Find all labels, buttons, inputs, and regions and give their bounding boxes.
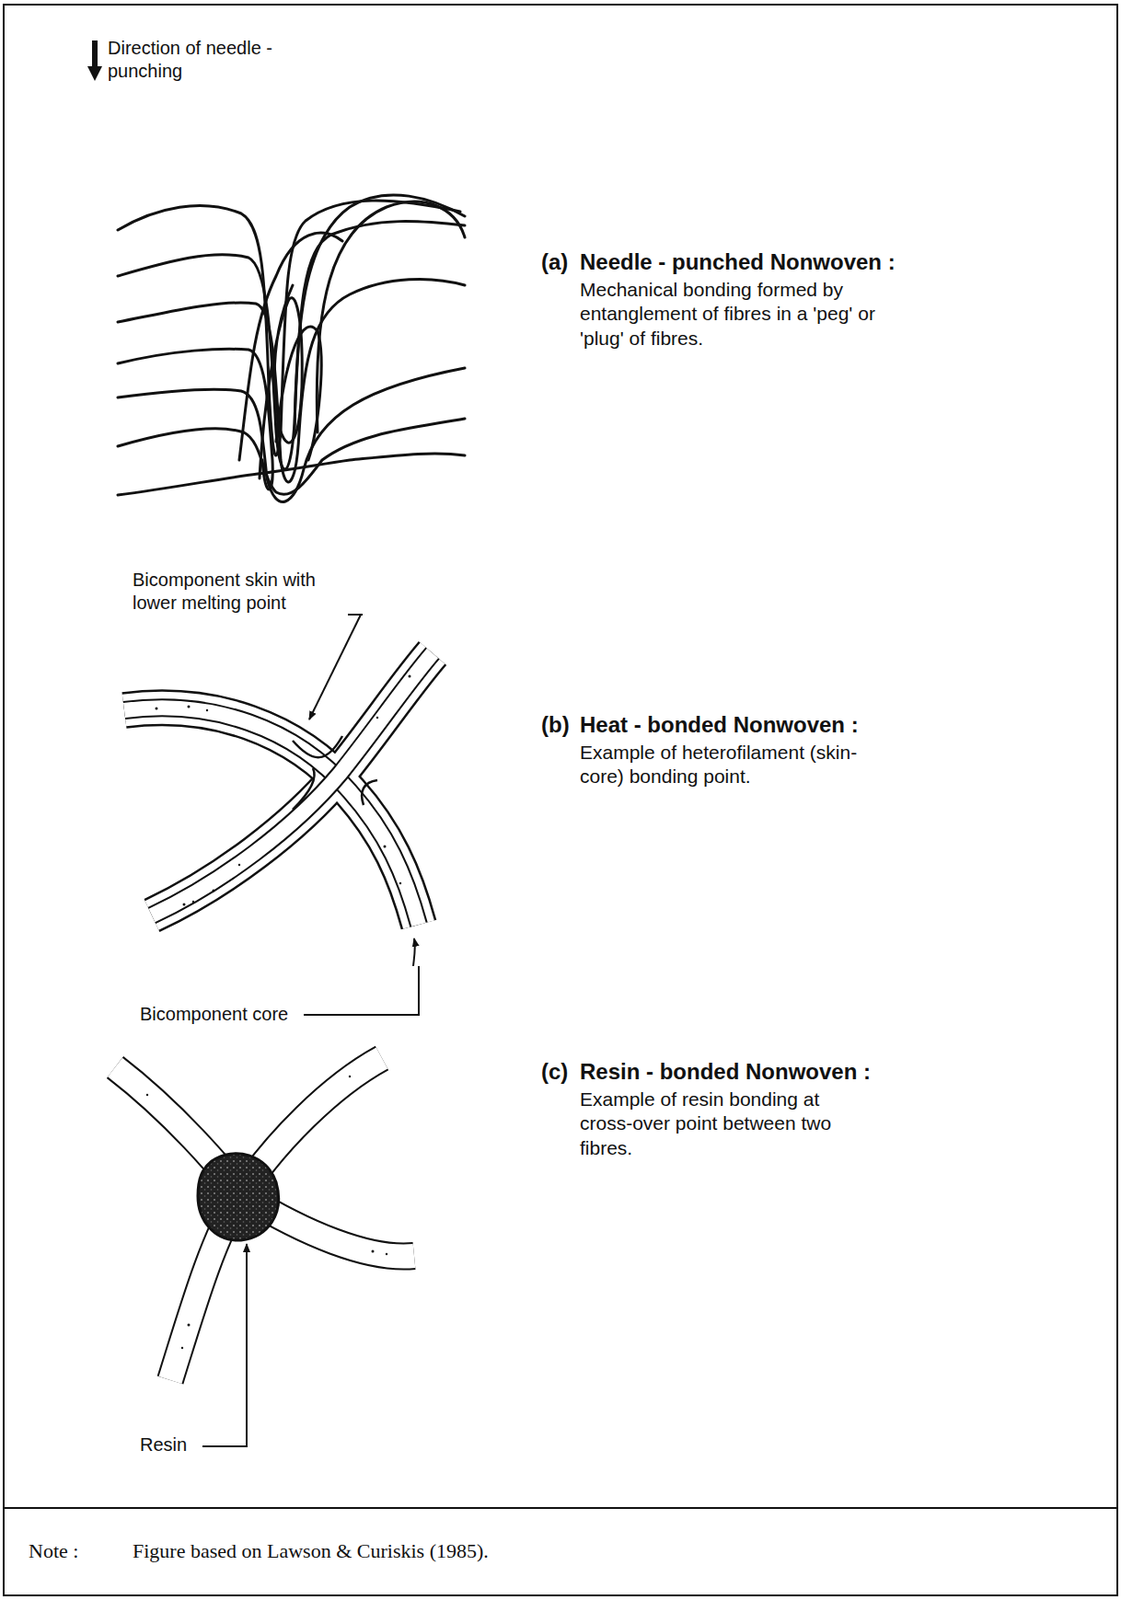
needle-punched-fibres <box>117 221 465 470</box>
direction-arrow <box>87 40 103 81</box>
heat-bonded-fibres <box>151 653 433 916</box>
resin-bonded-fibres <box>371 1250 375 1254</box>
resin-bonded-fibres <box>170 1058 382 1381</box>
frame <box>3 4 1118 1596</box>
needle-punched-fibres <box>316 201 465 433</box>
core-leader <box>303 938 419 1016</box>
direction-arrow <box>87 66 103 81</box>
resin-bonded-fibres <box>146 1075 388 1350</box>
heat-bonded-fibres <box>192 901 195 903</box>
direction-label: Direction of needle - punching <box>107 36 274 83</box>
part-description: Example of resin bonding at cross-over p… <box>579 1087 847 1161</box>
needle-punched-fibres <box>117 195 465 503</box>
needle-punched-fibres <box>239 232 343 461</box>
heat-bonded-fibres <box>292 736 343 758</box>
resin-bonded-fibres <box>187 1324 191 1328</box>
resin-bonded-fibres <box>348 1075 351 1078</box>
skin-leader <box>309 614 361 720</box>
part-letter: (c) <box>541 1058 568 1087</box>
needle-punched-fibres <box>117 418 465 495</box>
heat-bonded-fibres <box>187 705 191 709</box>
part-heading: Heat - bonded Nonwoven : <box>579 711 859 740</box>
heat-bonded-fibres <box>212 889 216 893</box>
resin-bonded-fibres <box>115 1058 415 1381</box>
core-leader <box>413 938 416 967</box>
note-text: Figure based on Lawson & Curiskis (1985)… <box>132 1538 489 1565</box>
frame <box>3 4 1118 1596</box>
resin-bonded-fibres <box>197 1154 279 1241</box>
part-heading: Resin - bonded Nonwoven : <box>579 1058 871 1087</box>
heat-bonded-fibres <box>376 716 379 719</box>
heat-bonded-fibres <box>206 709 209 712</box>
part-letter: (b) <box>541 711 570 740</box>
resin-leader <box>245 1244 248 1257</box>
needle-punched-fibres <box>117 368 465 502</box>
skin-leader <box>309 614 363 720</box>
heat-bonded-fibres <box>155 675 412 907</box>
needle-punched-fibres <box>259 285 302 479</box>
heat-bonded-fibres <box>361 780 378 806</box>
resin-label: Resin <box>139 1433 187 1457</box>
note-label: Note : <box>28 1538 79 1565</box>
part-description: Example of heterofilament (skin-core) bo… <box>579 740 866 790</box>
heat-bonded-fibres <box>151 653 433 916</box>
part-description: Mechanical bonding formed by entanglemen… <box>579 277 884 351</box>
heat-bonded-fibres <box>183 903 186 907</box>
part-heading: Needle - punched Nonwoven : <box>579 248 896 277</box>
resin-leader <box>202 1251 247 1447</box>
direction-arrow <box>92 40 98 69</box>
resin-bonded-fibres <box>170 1058 382 1381</box>
resin-leader <box>202 1244 247 1447</box>
needle-punched-fibres <box>276 326 322 461</box>
heat-bonded-fibres <box>238 864 241 867</box>
skin-leader <box>347 613 363 616</box>
heat-bonded-fibres <box>124 653 433 925</box>
needle-punched-fibres <box>117 453 465 496</box>
part-letter: (a) <box>541 248 568 277</box>
resin-bonded-fibres <box>181 1347 184 1350</box>
core-label: Bicomponent core <box>139 1003 289 1027</box>
core-leader <box>303 966 419 1016</box>
heat-bonded-fibres <box>383 845 387 849</box>
heat-bonded-fibres <box>399 882 402 885</box>
resin-bonded-fibres <box>385 1253 388 1256</box>
needle-punched-fibres <box>117 200 461 456</box>
skin-label: Bicomponent skin with lower melting poin… <box>132 568 354 615</box>
heat-bonded-fibres <box>408 675 412 679</box>
heat-bonded-fibres <box>292 768 315 810</box>
resin-bonded-fibres <box>146 1094 149 1097</box>
heat-bonded-fibres <box>151 653 433 916</box>
heat-bonded-fibres <box>155 707 159 711</box>
frame <box>3 1507 1118 1510</box>
